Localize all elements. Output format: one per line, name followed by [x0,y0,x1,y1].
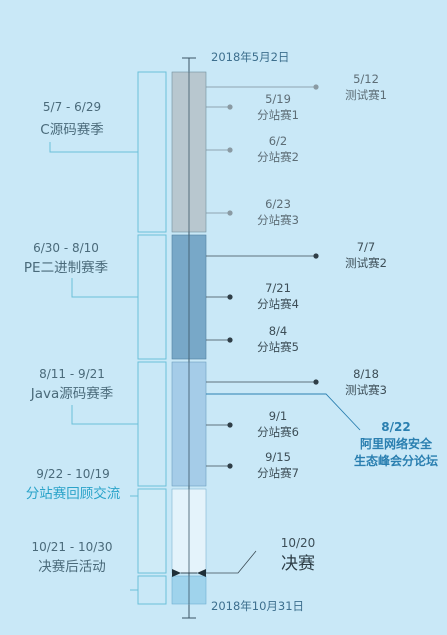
event-name: 分站赛1 [257,108,299,122]
phase-date-java-source: 8/11 - 9/21 [39,367,105,381]
event-date: 7/21 [265,281,291,295]
event-date: 9/1 [269,409,288,423]
phase-date-pe-binary: 6/30 - 8/10 [33,241,99,255]
phase-name-java-source: Java源码赛季 [30,386,114,402]
event-date: 5/12 [353,72,379,86]
phase-bracket-review [137,488,167,574]
phase-bracket-post-final [137,575,167,605]
timeline-start-label: 2018年5月2日 [211,50,289,64]
event-date: 8/4 [269,324,288,338]
phase-bracket-c-source [137,71,167,233]
event-station-1: 5/19 分站赛1 [206,92,299,122]
event-date: 6/23 [265,197,291,211]
highlight-line1: 阿里网络安全 [360,436,433,451]
final-leader [206,550,257,574]
event-name: 分站赛2 [257,150,299,164]
phase-leader-java-source [71,405,138,425]
event-test-3: 8/18 测试赛3 [206,367,387,397]
highlight-leader [206,393,361,431]
phase-bracket-pe-binary [137,234,167,360]
phase-name-review: 分站赛回顾交流 [26,485,121,502]
event-name: 分站赛4 [257,297,299,311]
phase-name-post-final: 决赛后活动 [38,559,106,575]
final-name: 决赛 [281,553,315,574]
event-station-2: 6/2 分站赛2 [206,134,299,164]
phase-name-c-source: C源码赛季 [40,122,103,138]
phase-date-c-source: 5/7 - 6/29 [43,100,101,114]
event-station-7: 9/15 分站赛7 [206,450,299,480]
event-name: 分站赛3 [257,213,299,227]
event-date: 6/2 [269,134,288,148]
event-station-3: 6/23 分站赛3 [206,197,299,227]
event-date: 7/7 [357,240,376,254]
event-name: 测试赛3 [345,383,387,397]
final-date: 10/20 [281,536,316,550]
event-station-4: 7/21 分站赛4 [206,281,299,311]
timeline-end-label: 2018年10月31日 [211,599,304,613]
phase-name-pe-binary: PE二进制赛季 [24,260,108,276]
phase-leader-c-source [49,142,138,153]
event-station-5: 8/4 分站赛5 [206,324,299,354]
event-date: 9/15 [265,450,291,464]
event-test-1: 5/12 测试赛1 [206,72,387,102]
event-name: 分站赛6 [257,425,299,439]
phase-date-post-final: 10/21 - 10/30 [31,540,112,554]
event-name: 分站赛7 [257,466,299,480]
phase-date-review: 9/22 - 10/19 [36,467,110,481]
event-station-6: 9/1 分站赛6 [206,409,299,439]
phase-leader-pe-binary [71,278,138,298]
event-name: 测试赛1 [345,88,387,102]
final-marker [172,569,206,577]
event-name: 分站赛5 [257,340,299,354]
event-date: 5/19 [265,92,291,106]
event-date: 8/18 [353,367,379,381]
phase-bracket-java-source [137,361,167,487]
event-name: 测试赛2 [345,256,387,270]
highlight-line2: 生态峰会分论坛 [354,453,438,468]
event-test-2: 7/7 测试赛2 [206,240,387,270]
highlight-date: 8/22 [381,420,410,434]
